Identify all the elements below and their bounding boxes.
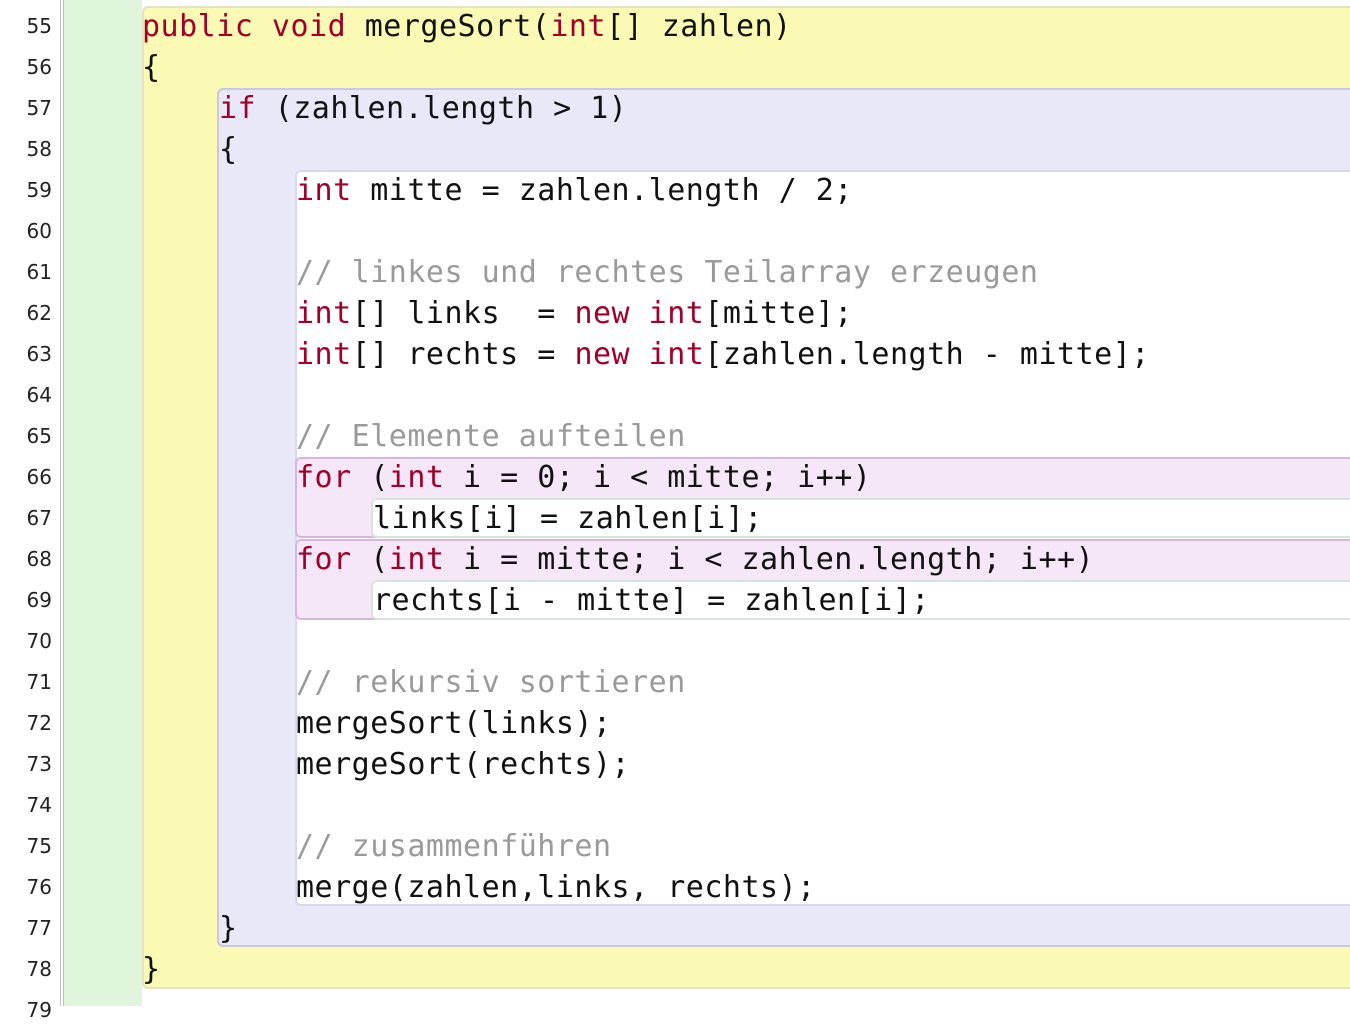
line-number: 75 bbox=[26, 834, 52, 858]
line-number: 60 bbox=[26, 219, 52, 243]
keyword-token: int bbox=[296, 337, 352, 372]
code-line-73[interactable]: mergeSort(rechts); bbox=[296, 744, 630, 785]
keyword-token: public void bbox=[142, 9, 347, 44]
code-token: rechts[i - mitte] = zahlen[i]; bbox=[373, 583, 930, 618]
code-line-76[interactable]: merge(zahlen,links, rechts); bbox=[296, 867, 816, 908]
code-line-77[interactable]: } bbox=[219, 908, 238, 949]
code-token: mitte = zahlen.length / 2; bbox=[351, 173, 853, 208]
code-line-66[interactable]: for (int i = 0; i < mitte; i++) bbox=[296, 457, 871, 498]
code-line-65[interactable]: // Elemente aufteilen bbox=[296, 416, 686, 457]
line-number: 61 bbox=[26, 260, 52, 284]
code-line-71[interactable]: // rekursiv sortieren bbox=[296, 662, 686, 703]
line-number: 69 bbox=[26, 588, 52, 612]
code-line-69[interactable]: rechts[i - mitte] = zahlen[i]; bbox=[373, 580, 930, 621]
code-token: i = 0; i < mitte; i++) bbox=[444, 460, 872, 495]
code-line-72[interactable]: mergeSort(links); bbox=[296, 703, 612, 744]
keyword-token: for bbox=[296, 460, 352, 495]
if-body-block bbox=[295, 170, 1350, 906]
line-number: 57 bbox=[26, 96, 52, 120]
line-number-gutter bbox=[0, 0, 60, 1006]
code-line-58[interactable]: { bbox=[219, 129, 238, 170]
line-number: 59 bbox=[26, 178, 52, 202]
comment-token: // rekursiv sortieren bbox=[296, 665, 686, 700]
comment-token: // linkes und rechtes Teilarray erzeugen bbox=[296, 255, 1039, 290]
for-loop-body-1 bbox=[371, 498, 1350, 538]
code-token: (zahlen.length > 1) bbox=[256, 91, 628, 126]
code-token: ( bbox=[351, 542, 389, 577]
comment-token: // zusammenführen bbox=[296, 829, 612, 864]
code-token: [zahlen.length - mitte]; bbox=[704, 337, 1150, 372]
code-line-75[interactable]: // zusammenführen bbox=[296, 826, 612, 867]
code-token: [] links = bbox=[351, 296, 575, 331]
code-token: } bbox=[219, 911, 238, 946]
line-number: 56 bbox=[26, 55, 52, 79]
line-number: 58 bbox=[26, 137, 52, 161]
code-token: mergeSort(rechts); bbox=[296, 747, 631, 782]
code-token: { bbox=[219, 132, 238, 167]
comment-token: // Elemente aufteilen bbox=[296, 419, 686, 454]
code-token: i = mitte; i < zahlen.length; i++) bbox=[444, 542, 1095, 577]
code-token: links[i] = zahlen[i]; bbox=[373, 501, 763, 536]
keyword-token: for bbox=[296, 542, 352, 577]
class-scope-margin bbox=[64, 0, 142, 1006]
line-number: 63 bbox=[26, 342, 52, 366]
keyword-token: new int bbox=[574, 337, 705, 372]
keyword-token: int bbox=[296, 296, 352, 331]
code-token: [] rechts = bbox=[351, 337, 575, 372]
code-line-59[interactable]: int mitte = zahlen.length / 2; bbox=[296, 170, 853, 211]
keyword-token: int bbox=[296, 173, 352, 208]
code-token: mergeSort(links); bbox=[296, 706, 612, 741]
line-number: 65 bbox=[26, 424, 52, 448]
line-number: 68 bbox=[26, 547, 52, 571]
line-number: 67 bbox=[26, 506, 52, 530]
line-number: 76 bbox=[26, 875, 52, 899]
code-token: { bbox=[142, 50, 161, 85]
for-loop-body-2 bbox=[371, 580, 1350, 620]
code-token: merge(zahlen,links, rechts); bbox=[296, 870, 816, 905]
code-line-55[interactable]: public void mergeSort(int[] zahlen) bbox=[142, 6, 792, 47]
code-token: [mitte]; bbox=[704, 296, 853, 331]
keyword-token: new int bbox=[574, 296, 705, 331]
code-line-61[interactable]: // linkes und rechtes Teilarray erzeugen bbox=[296, 252, 1038, 293]
code-line-62[interactable]: int[] links = new int[mitte]; bbox=[296, 293, 853, 334]
line-number: 70 bbox=[26, 629, 52, 653]
line-number: 74 bbox=[26, 793, 52, 817]
line-number: 62 bbox=[26, 301, 52, 325]
code-line-68[interactable]: for (int i = mitte; i < zahlen.length; i… bbox=[296, 539, 1094, 580]
code-line-63[interactable]: int[] rechts = new int[zahlen.length - m… bbox=[296, 334, 1150, 375]
line-number: 64 bbox=[26, 383, 52, 407]
line-number: 79 bbox=[26, 998, 52, 1022]
line-number: 78 bbox=[26, 957, 52, 981]
code-line-67[interactable]: links[i] = zahlen[i]; bbox=[373, 498, 763, 539]
code-line-78[interactable]: } bbox=[142, 949, 161, 990]
keyword-token: if bbox=[219, 91, 257, 126]
code-line-56[interactable]: { bbox=[142, 47, 161, 88]
code-token: [] zahlen) bbox=[606, 9, 792, 44]
keyword-token: int bbox=[388, 460, 445, 495]
line-number: 55 bbox=[26, 14, 52, 38]
code-token: ( bbox=[351, 460, 389, 495]
line-number: 73 bbox=[26, 752, 52, 776]
line-number: 72 bbox=[26, 711, 52, 735]
code-token: mergeSort( bbox=[346, 9, 551, 44]
code-line-57[interactable]: if (zahlen.length > 1) bbox=[219, 88, 627, 129]
line-number: 66 bbox=[26, 465, 52, 489]
line-number: 77 bbox=[26, 916, 52, 940]
keyword-token: int bbox=[388, 542, 445, 577]
gutter-separator bbox=[60, 0, 64, 1006]
keyword-token: int bbox=[550, 9, 607, 44]
line-number: 71 bbox=[26, 670, 52, 694]
code-token: } bbox=[142, 952, 161, 987]
